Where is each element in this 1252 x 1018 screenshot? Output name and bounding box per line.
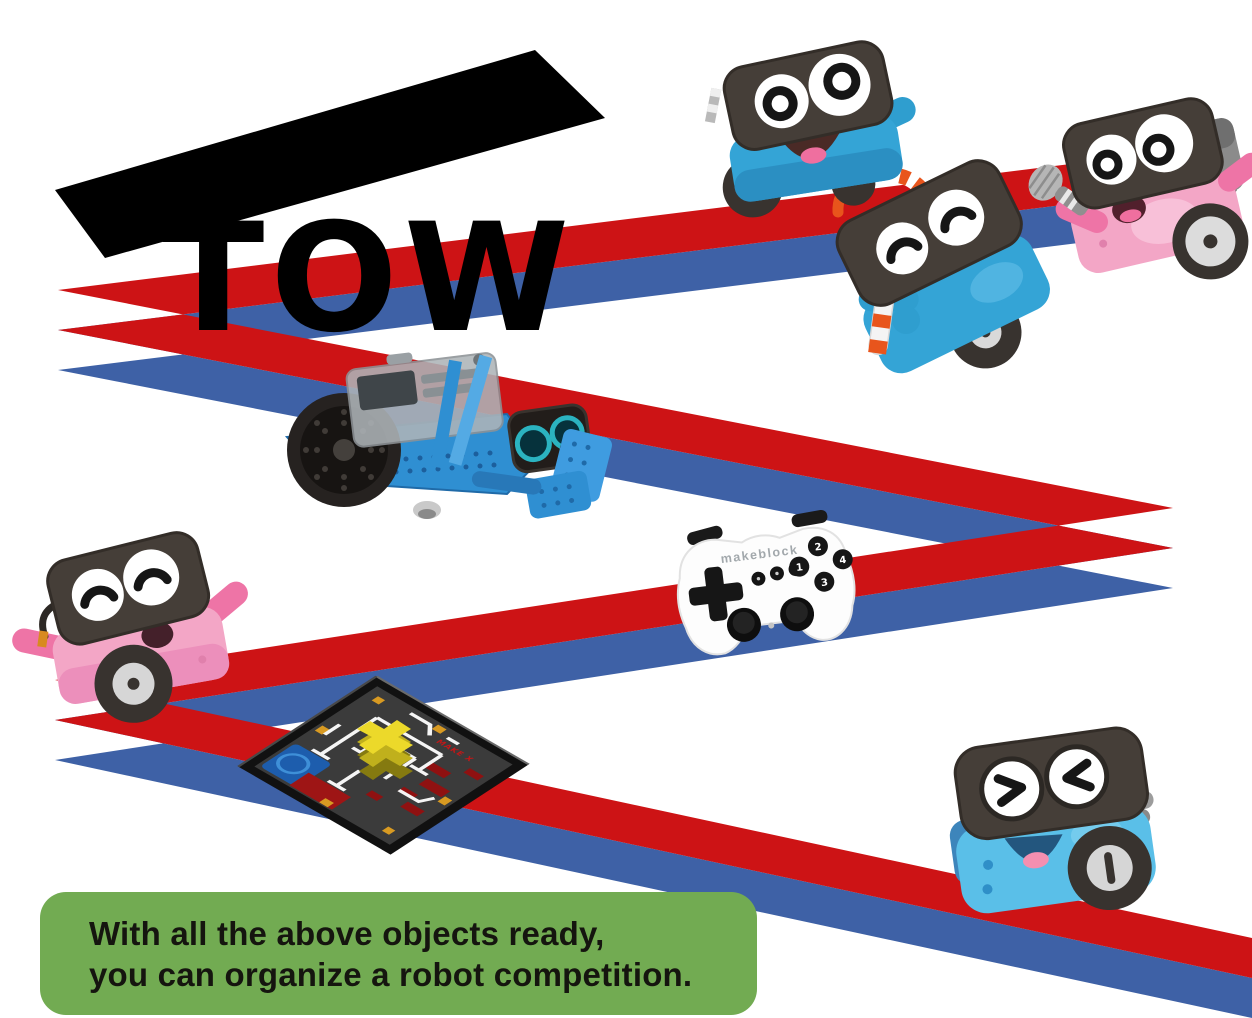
caption-line-1: With all the above objects ready, <box>89 915 605 952</box>
svg-text:4: 4 <box>839 555 847 567</box>
svg-text:3: 3 <box>820 577 828 589</box>
mat-corner-pads <box>314 696 453 835</box>
gamepad: makeblock 2 4 1 3 <box>676 509 856 656</box>
caption-bubble: With all the above objects ready, you ca… <box>40 892 757 1015</box>
dpad-icon <box>688 566 744 622</box>
robot-pink-waving <box>12 531 248 723</box>
shoulder-button-left <box>687 525 723 546</box>
robot-blue-squinting <box>949 726 1156 914</box>
game-piece <box>357 720 413 780</box>
svg-text:1: 1 <box>795 562 803 574</box>
headline-swash <box>55 50 605 258</box>
robot-blue-baton <box>835 159 1050 374</box>
mat-red-deco <box>365 761 484 817</box>
robot-pink-microphone <box>1028 97 1252 280</box>
status-led <box>768 622 775 629</box>
action-buttons: 2 4 1 3 <box>789 536 853 592</box>
mbot-robot-kit <box>284 352 613 519</box>
shoulder-button-right <box>791 509 828 528</box>
analog-stick-left <box>726 607 761 642</box>
analog-stick-right <box>780 597 815 632</box>
headline-partial-text: TOW <box>162 192 575 366</box>
microphone-icon <box>1028 164 1089 216</box>
caption-line-2: you can organize a robot competition. <box>89 956 693 993</box>
svg-text:2: 2 <box>814 542 822 554</box>
start-zone-red <box>289 772 352 810</box>
robot-blue-smiling <box>704 40 916 218</box>
